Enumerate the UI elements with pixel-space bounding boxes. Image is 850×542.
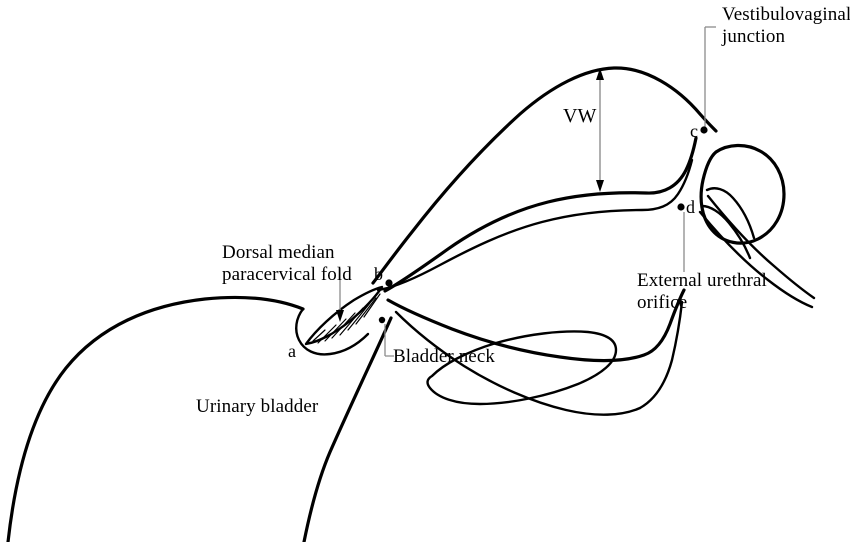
label-bladder-neck: Bladder neck [393,346,495,367]
label-vestibulovaginal-junction-line1: Vestibulovaginal [722,4,850,25]
vw-dimension-arrow [596,68,604,192]
vagina-outline [371,66,718,293]
leader-bladder-neck [384,324,394,357]
urinary-bladder-outline [6,295,393,542]
point-c-dot [700,126,708,134]
leader-fold-arrowhead [336,310,344,322]
label-dorsal-median-paracervical-fold-line2: paracervical fold [222,264,352,285]
label-dorsal-median-paracervical-fold-line1: Dorsal median [222,242,335,263]
point-label-d: d [686,197,695,217]
point-label-b: b [374,264,383,284]
dorsal-median-paracervical-fold [304,285,384,346]
vestibule-and-clitoris [698,143,816,309]
point-label-c: c [690,121,698,141]
bladder-neck-dot [378,316,386,324]
vw-arrowhead-top [596,68,604,80]
label-urinary-bladder: Urinary bladder [196,396,319,417]
label-vw-measurement: VW [563,105,597,127]
label-external-urethral-orifice-line1: External urethral [637,270,767,291]
label-external-urethral-orifice-line2: orifice [637,292,688,313]
point-label-a: a [288,341,296,361]
vw-arrowhead-bottom [596,180,604,192]
fold-hatching [312,293,381,344]
leader-lines [336,26,716,357]
point-d-dot [677,203,685,211]
urethra-outline [386,288,686,416]
point-markers [378,126,708,324]
label-vestibulovaginal-junction-line2: junction [722,26,786,47]
point-b-dot [385,279,393,287]
